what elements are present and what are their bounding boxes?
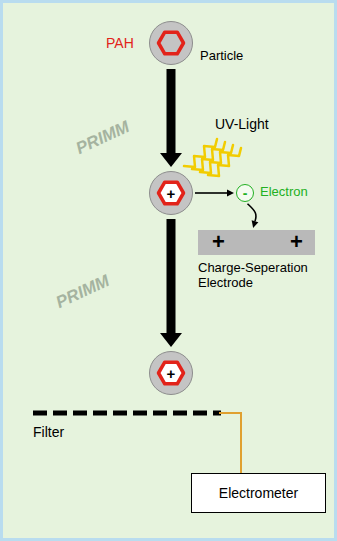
- aromatic-ring-icon: [149, 21, 193, 65]
- charge-sign: +: [290, 228, 303, 256]
- process-arrow: [160, 69, 182, 167]
- charge-sign: +: [150, 352, 192, 394]
- electron: -Electron: [236, 184, 254, 202]
- signal-wire: [219, 413, 241, 473]
- particle-label: Particle: [200, 48, 243, 64]
- process-arrow: [160, 219, 182, 347]
- instrument-label: Electrometer: [192, 474, 325, 512]
- charge-sign: +: [212, 228, 225, 256]
- charge-sign: -: [237, 185, 253, 201]
- flow-arrow: [247, 204, 258, 228]
- filter-membrane: [33, 411, 221, 416]
- uv-light-rays: [184, 139, 241, 176]
- ionized-particle: +: [149, 171, 193, 215]
- charge-separation-electrode: ++Charge-Seperation Electrode: [198, 230, 315, 255]
- watermark: PRIMM: [53, 271, 113, 313]
- arrow-head: [252, 220, 259, 228]
- electron-label: Electron: [260, 184, 308, 200]
- hexagon-ring: [159, 32, 184, 54]
- light-label: UV-Light: [215, 116, 269, 132]
- compound-label: PAH: [106, 35, 134, 52]
- uv-ray: [208, 148, 241, 176]
- filter-label: Filter: [33, 424, 64, 440]
- collected-particle: +: [149, 351, 193, 395]
- arrow-head: [227, 190, 234, 197]
- arrow-shaft: [167, 69, 176, 153]
- arrow-head: [160, 153, 182, 167]
- charge-sign: +: [150, 172, 192, 214]
- arrow-shaft: [167, 219, 176, 333]
- electrode-label: Charge-Seperation Electrode: [198, 260, 323, 290]
- flow-arrow: [195, 190, 234, 197]
- node-layer: PAHParticle+-Electron++Charge-Seperation…: [3, 3, 334, 538]
- arrow-head: [160, 333, 182, 347]
- particle: PAHParticle: [149, 21, 193, 65]
- arrow-shaft: [247, 204, 255, 222]
- arrow-shaft: [195, 192, 227, 194]
- watermark: PRIMM: [73, 117, 133, 159]
- electrometer-box: Electrometer: [191, 473, 326, 513]
